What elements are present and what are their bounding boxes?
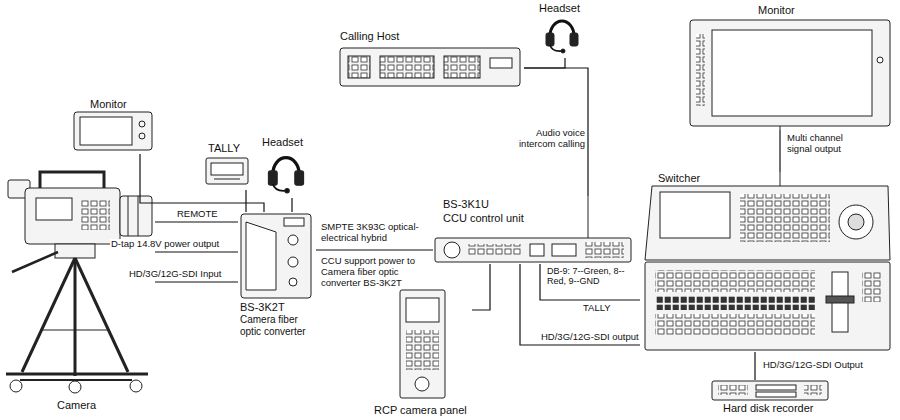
- headset: Headset: [525, 2, 595, 58]
- signal-cable: [140, 154, 264, 212]
- device-caption: Camera fiber optic converter: [240, 314, 314, 337]
- signal-cable: [540, 264, 640, 300]
- device-label: Headset: [539, 2, 580, 15]
- cable-label: HD/3G/12G-SDI output: [540, 332, 640, 343]
- headset: Headset: [256, 136, 316, 198]
- device-caption: CCU control unit: [443, 212, 524, 225]
- device-label: Headset: [262, 136, 303, 149]
- video-switcher: Switcher: [640, 172, 894, 352]
- cable-label: REMOTE: [176, 209, 219, 220]
- signal-cable: [155, 221, 238, 222]
- device-label: Monitor: [90, 98, 127, 111]
- signal-cable: [779, 130, 780, 172]
- device-label: Switcher: [658, 172, 700, 185]
- cable-label: D-tap 14.8V power output: [110, 239, 220, 250]
- power-note: CCU support power to Camera fiber optic …: [320, 256, 432, 289]
- fiber-converter: BS-3K2TCamera fiber optic converter: [238, 212, 316, 344]
- signal-cable: [524, 58, 565, 68]
- rcp-panel: RCP camera panel: [372, 288, 472, 418]
- signal-cable: [245, 190, 246, 212]
- tally-light: TALLY: [200, 140, 252, 190]
- cable-label: TALLY: [582, 303, 612, 314]
- device-label: RCP camera panel: [374, 404, 467, 417]
- device-label: BS-3K2T: [240, 301, 285, 314]
- signal-cable: [472, 264, 490, 310]
- camera: Camera: [5, 160, 155, 415]
- device-label: TALLY: [208, 142, 240, 155]
- ccu-unit: BS-3K1UCCU control unit: [433, 196, 633, 264]
- signal-cable: [316, 249, 433, 250]
- hard-disk-recorder: Hard disk recorder: [705, 380, 835, 418]
- cable-label: Multi channel signal output: [786, 133, 850, 155]
- device-label: Hard disk recorder: [723, 402, 813, 415]
- calling-host: Calling Host: [338, 30, 524, 92]
- cable-label: HD/3G/12G-SDI Input: [128, 269, 222, 280]
- signal-cable: [291, 198, 292, 212]
- monitor: Monitor: [688, 4, 893, 130]
- signal-cable: [520, 264, 640, 345]
- monitor: Monitor: [70, 98, 156, 154]
- cable-label: SMPTE 3K93C optical-electrical hybrid: [320, 222, 432, 244]
- device-label: Camera: [57, 399, 96, 412]
- signal-cable: [155, 281, 238, 282]
- cable-label: Audio voice intercom calling: [518, 128, 586, 150]
- device-label: Monitor: [758, 4, 795, 17]
- signal-cable: [155, 251, 238, 252]
- signal-cable: [754, 352, 755, 380]
- pin-assignment: DB-9: 7--Green, 8--Red, 9--GND: [546, 266, 636, 287]
- cable-label: HD/3G/12G-SDI Output: [762, 360, 864, 371]
- device-label: BS-3K1U: [443, 198, 489, 211]
- device-label: Calling Host: [340, 30, 399, 43]
